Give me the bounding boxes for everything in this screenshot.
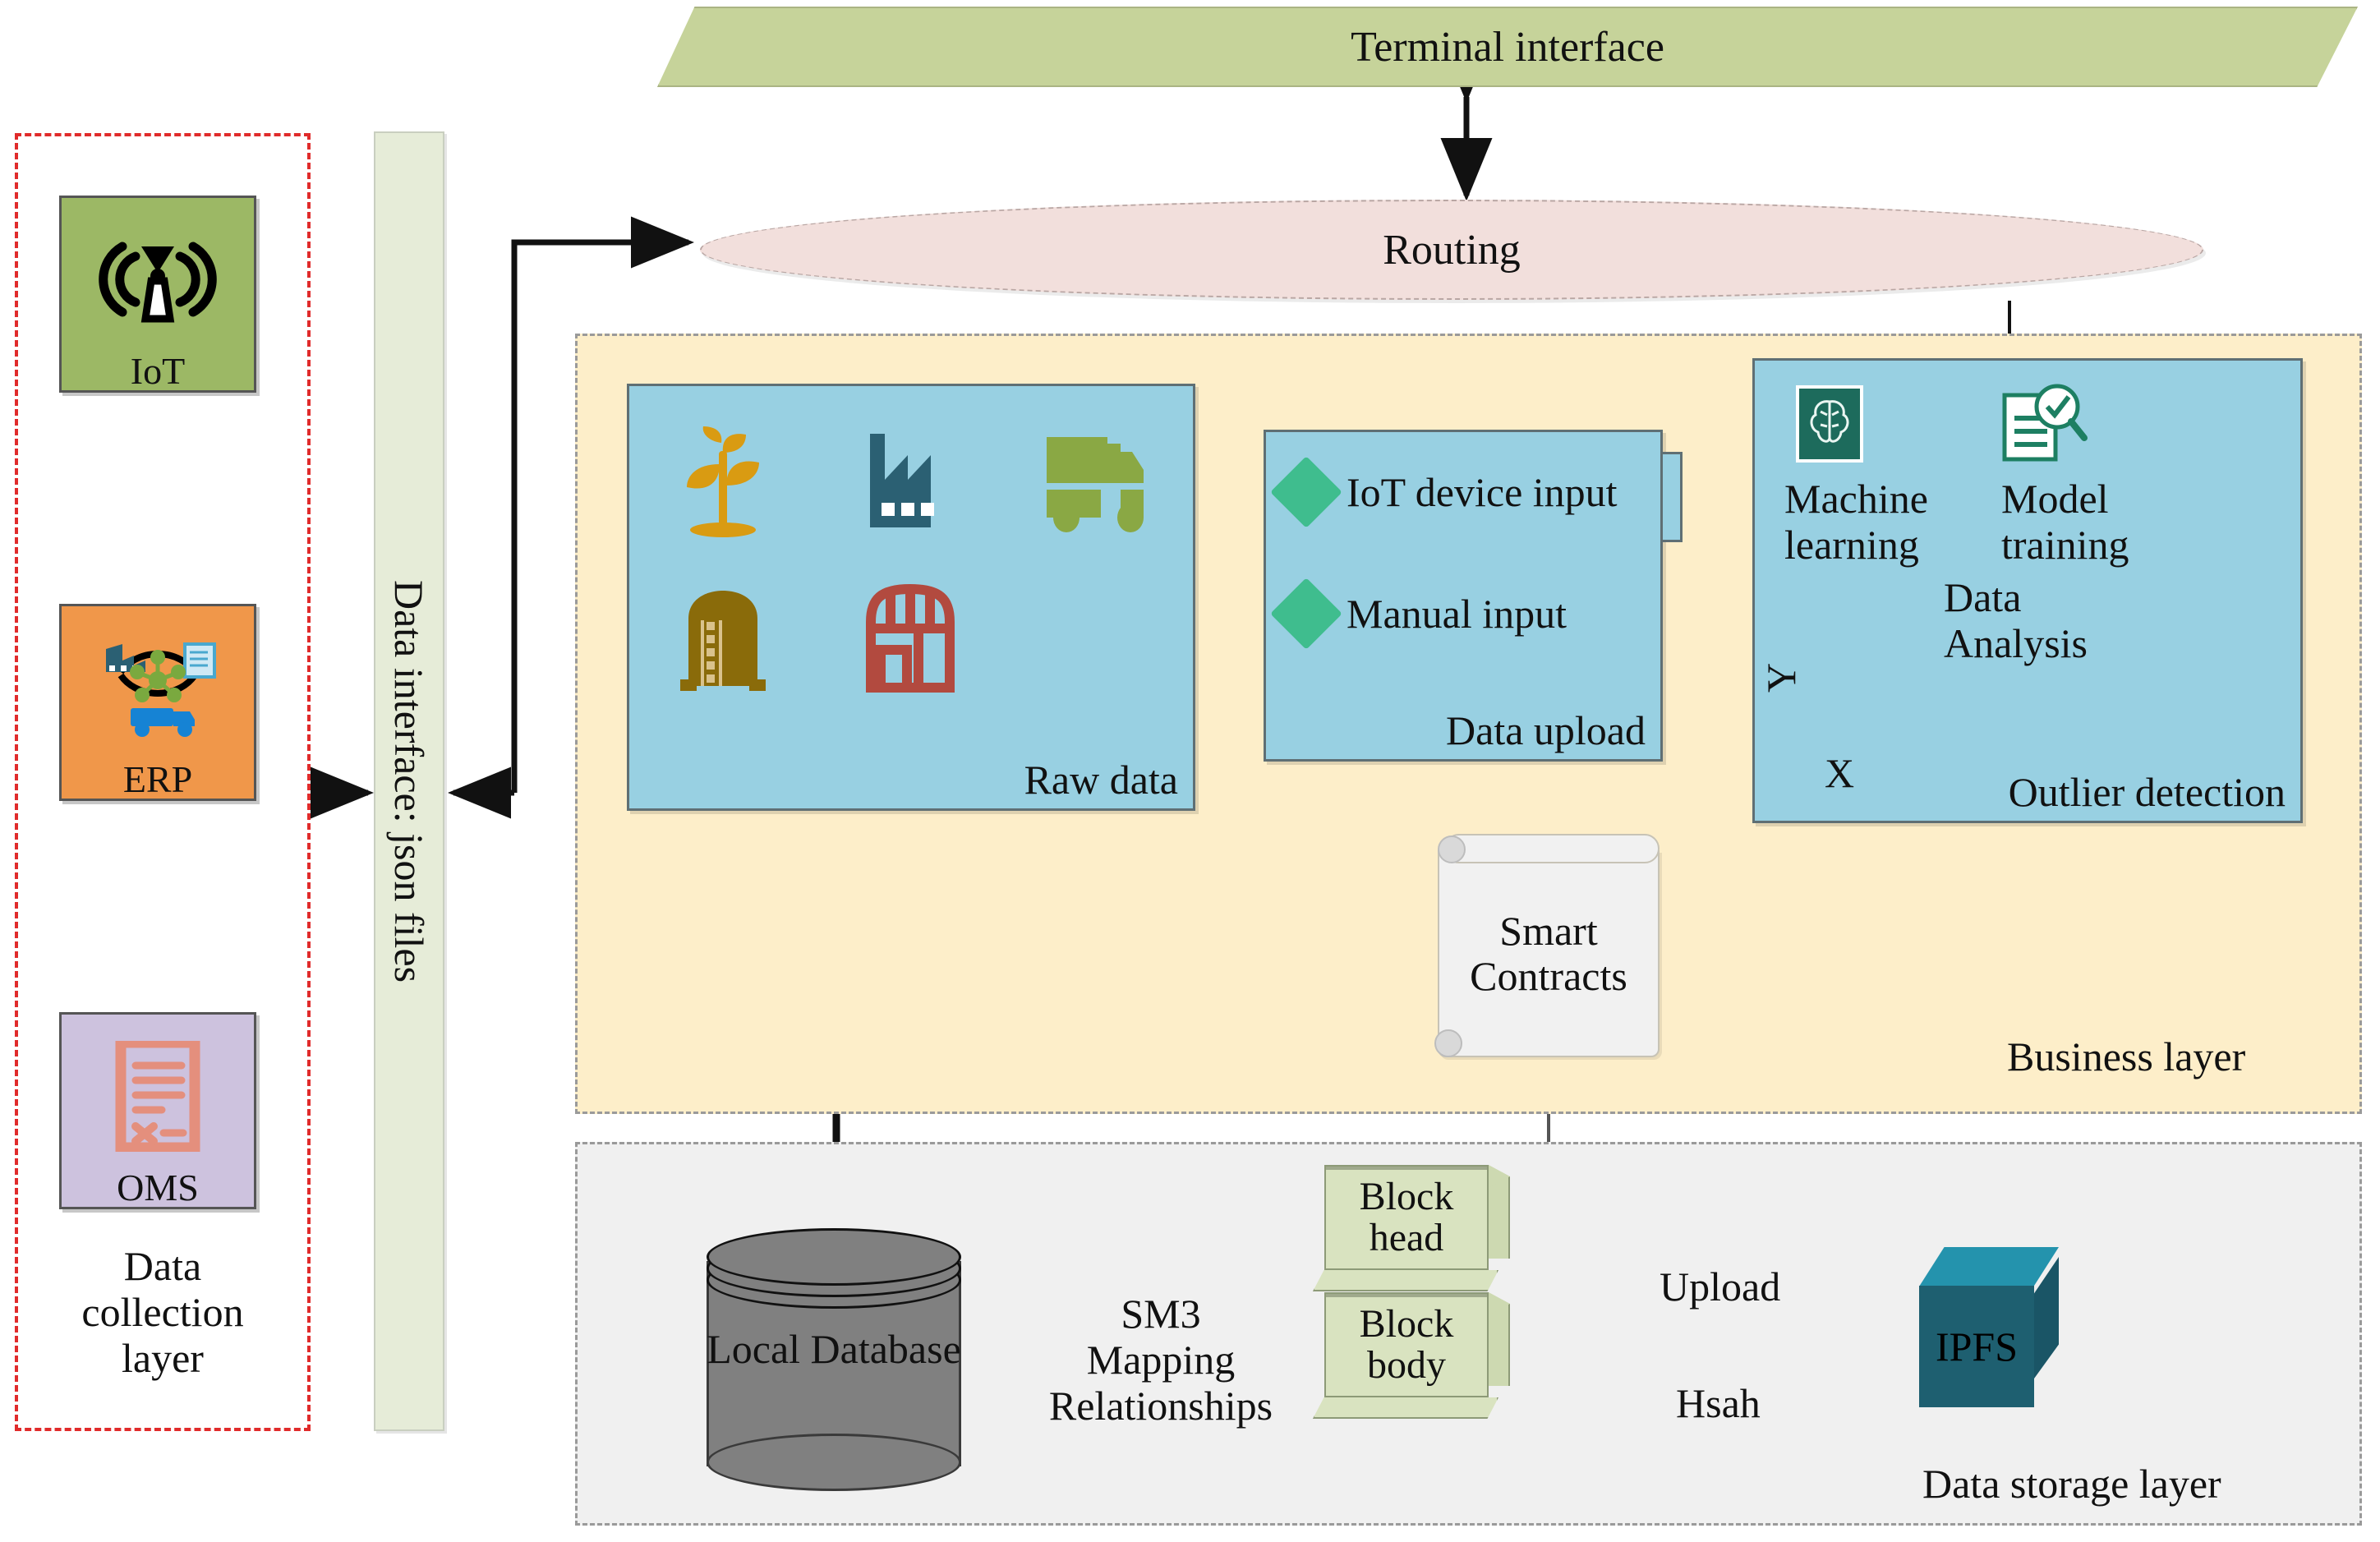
block-body-node[interactable]: Block body xyxy=(1313,1292,1521,1419)
data-interface-label: Data interface: json files xyxy=(386,579,432,983)
smart-contracts-node[interactable]: Smart Contracts xyxy=(1434,834,1660,1057)
block-3d-side xyxy=(1489,1176,1510,1259)
data-upload-caption: Data upload xyxy=(1446,707,1646,753)
local-database-node[interactable]: Local Database xyxy=(707,1228,961,1491)
data-analysis-label: Data Analysis xyxy=(1944,574,2088,666)
diamond-bullet-icon xyxy=(1270,578,1342,650)
block-3d-bottom xyxy=(1313,1397,1498,1419)
ipfs-label: IPFS xyxy=(1919,1286,2034,1407)
analytics-panel[interactable]: Machine learning Model training Data Ana… xyxy=(1752,358,2303,823)
source-tile-iot[interactable]: IoT xyxy=(59,196,256,393)
upload-label: Upload xyxy=(1660,1264,1781,1310)
data-upload-panel[interactable]: IoT device input Manual input Data uploa… xyxy=(1264,430,1663,762)
block-3d-side xyxy=(1489,1304,1510,1386)
silo-icon xyxy=(674,582,772,702)
block-3d-corner xyxy=(1489,1292,1510,1315)
sm3-mapping-label: SM3 Mapping Relationships xyxy=(1048,1291,1273,1429)
terminal-interface[interactable]: Terminal interface xyxy=(657,7,2358,87)
raw-data-caption: Raw data xyxy=(1024,757,1178,803)
block-3d-corner xyxy=(1489,1165,1510,1188)
source-tile-oms[interactable]: OMS xyxy=(59,1012,256,1209)
data-upload-item-manual: Manual input xyxy=(1270,578,1567,650)
terminal-interface-label: Terminal interface xyxy=(1351,23,1664,71)
data-storage-layer-caption: Data storage layer xyxy=(1922,1461,2221,1507)
block-3d-bottom xyxy=(1313,1270,1498,1291)
hash-label: Hsah xyxy=(1676,1380,1761,1426)
model-training-icon xyxy=(2001,382,2088,468)
block-head-label: Block head xyxy=(1324,1165,1489,1270)
seedling-icon xyxy=(674,426,772,545)
block-body-label: Block body xyxy=(1324,1292,1489,1397)
plot-axis-y-label: Y xyxy=(1758,662,1804,693)
smart-contracts-label: Smart Contracts xyxy=(1438,850,1660,1057)
data-collection-layer-caption: Data collection layer xyxy=(81,1243,244,1381)
factory-icon xyxy=(862,430,960,541)
model-training-label: Model training xyxy=(2001,476,2129,568)
raw-data-panel[interactable]: Raw data xyxy=(627,384,1195,811)
data-upload-item-label: IoT device input xyxy=(1347,469,1618,515)
block-head-node[interactable]: Block head xyxy=(1313,1165,1521,1291)
scroll-curl-bottom-left-icon xyxy=(1434,1029,1462,1057)
business-layer-caption: Business layer xyxy=(2007,1033,2246,1079)
cylinder-top xyxy=(707,1228,961,1286)
source-label: OMS xyxy=(117,1167,199,1208)
routing-label: Routing xyxy=(1383,226,1521,274)
cylinder-bottom xyxy=(707,1434,961,1491)
oms-document-icon xyxy=(62,1020,254,1172)
source-label: ERP xyxy=(122,758,193,800)
scroll-top-roll xyxy=(1444,834,1660,863)
diamond-bullet-icon xyxy=(1270,456,1342,528)
brain-icon xyxy=(1796,385,1863,467)
analytics-caption: Outlier detection xyxy=(2008,769,2286,815)
local-database-label: Local Database xyxy=(707,1326,961,1372)
data-upload-item-label: Manual input xyxy=(1347,591,1567,637)
plot-axis-x-label: X xyxy=(1825,750,1855,796)
data-upload-item-iot: IoT device input xyxy=(1270,456,1618,528)
raw-data-icon-grid xyxy=(629,407,1193,720)
iot-antenna-icon xyxy=(62,203,254,356)
data-collection-layer xyxy=(15,133,311,1431)
machine-learning-label: Machine learning xyxy=(1784,476,1928,568)
source-label: IoT xyxy=(130,350,186,392)
cube-top-face xyxy=(1919,1247,2059,1287)
storefront-icon xyxy=(859,582,962,702)
routing-node[interactable]: Routing xyxy=(700,200,2203,300)
erp-cycle-icon xyxy=(62,611,254,764)
scroll-curl-top-left-icon xyxy=(1438,835,1466,863)
source-tile-erp[interactable]: ERP xyxy=(59,604,256,801)
data-interface-bar[interactable]: Data interface: json files xyxy=(374,131,444,1431)
truck-icon xyxy=(1042,432,1157,539)
ipfs-node[interactable]: IPFS xyxy=(1919,1247,2083,1428)
data-upload-side-tab xyxy=(1663,452,1683,542)
